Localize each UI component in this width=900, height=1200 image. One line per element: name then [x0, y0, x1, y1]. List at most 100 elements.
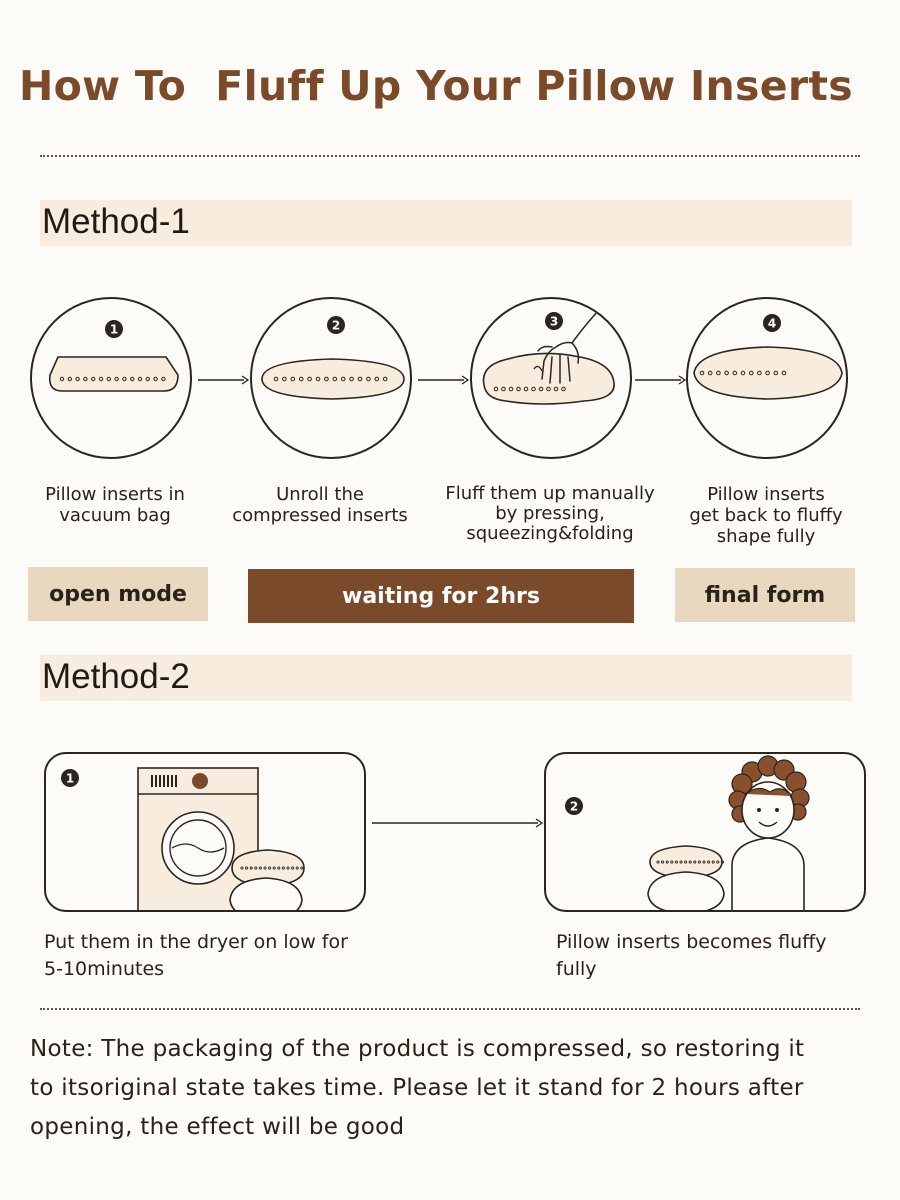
pillow-stitch-dot — [245, 866, 249, 870]
divider-top — [40, 155, 860, 157]
method-2-band — [40, 655, 852, 701]
happy-person-icon: 2 — [565, 755, 810, 910]
pillow-stitch-dot — [720, 860, 724, 864]
pillow-stitch-dot — [324, 376, 329, 382]
pillow-stitch-dot — [291, 866, 295, 870]
pillow-stitch-dot — [656, 860, 660, 864]
step-2-caption: Unroll the compressed inserts — [232, 484, 408, 526]
pillow-stitch-dot — [702, 860, 706, 864]
pillow-stitch-dot — [699, 370, 705, 376]
method-2-label: Method-2 — [42, 657, 190, 696]
pillow-stitch-dot — [523, 386, 529, 392]
pillow-stitch-dot — [531, 386, 536, 392]
pillow-stitch-dot — [298, 376, 304, 382]
pillow-stitch-dot — [290, 376, 296, 382]
step-4-number: 4 — [768, 317, 776, 331]
method-1-label: Method-1 — [42, 202, 190, 241]
pillow-stitch-dot — [546, 386, 551, 392]
open-mode-tag: open mode — [28, 567, 208, 621]
pillow-stitch-dot — [374, 376, 380, 382]
pillow-stitch-dot — [757, 370, 762, 376]
step-2-number: 2 — [332, 319, 340, 333]
pillow-stitch-dot — [684, 860, 688, 864]
pillow-stitch-dot — [724, 370, 729, 376]
pillow-stitch-dot — [707, 370, 713, 376]
step-m2-1-box: 1 — [44, 752, 366, 912]
step-3-circle: 3 — [470, 297, 632, 459]
step-3-number: 3 — [550, 315, 558, 329]
pillow-stitch-dot — [240, 866, 244, 870]
final-form-tag: final form — [675, 568, 855, 622]
pillow-stitch-dot — [272, 866, 276, 870]
dryer-machine-icon: 1 — [61, 767, 305, 910]
pillow-stitch-dot — [295, 866, 299, 870]
pillow-stitch-dot — [98, 376, 104, 382]
pillow-stitch-dot — [122, 376, 127, 382]
pillow-stitch-dot — [674, 860, 678, 864]
pillow-stitch-dot — [286, 866, 290, 870]
pillow-stitch-dot — [254, 866, 258, 870]
pillow-stitch-dot — [538, 386, 544, 392]
pillow-stitch-dot — [277, 866, 281, 870]
pillow-stitch-dot — [765, 370, 770, 376]
pillow-stitch-dot — [83, 376, 88, 382]
step-1-caption: Pillow inserts in vacuum bag — [45, 484, 185, 526]
pillow-stitch-dot — [693, 860, 697, 864]
pillow-stitch-dot — [688, 860, 692, 864]
pillow-stitch-dot — [508, 386, 514, 392]
pillow-stitch-dot — [679, 860, 683, 864]
pillow-stitch-dot — [773, 370, 779, 376]
hand-pressing-pillow-icon: 3 — [482, 310, 615, 405]
pillow-stitch-dot — [340, 376, 346, 382]
pillow-stitch-dot — [75, 376, 80, 382]
pillow-stitch-dot — [258, 866, 262, 870]
pillow-stitch-dot — [67, 376, 72, 382]
pillow-stitch-dot — [300, 866, 304, 870]
pillow-stitch-dot — [716, 370, 721, 376]
step-3-caption: Fluff them up manually by pressing, sque… — [445, 483, 655, 544]
pillow-stitch-dot — [106, 376, 112, 382]
pillow-stitch-dot — [332, 376, 338, 382]
step-1-circle: 1 — [30, 297, 192, 459]
pillow-stitch-dot — [781, 370, 787, 376]
pillow-stitch-dot — [273, 376, 279, 382]
pillow-stitch-dot — [561, 386, 566, 392]
step-2-circle: 2 — [250, 297, 412, 459]
pillow-stitch-dot — [145, 376, 151, 382]
step-m2-2-box: 2 — [544, 752, 866, 912]
unrolled-pillow-icon: 2 — [261, 316, 405, 400]
method-1-band — [40, 200, 852, 246]
pillow-stitch-dot — [665, 860, 669, 864]
pillow-stitch-dot — [501, 386, 506, 392]
note-text: Note: The packaging of the product is co… — [30, 1036, 805, 1140]
arrow-right-icon — [635, 375, 687, 385]
pillow-stitch-dot — [268, 866, 272, 870]
m2-step-2-number: 2 — [570, 800, 578, 814]
page-title: How To Fluff Up Your Pillow Inserts — [19, 62, 853, 110]
waiting-tag: waiting for 2hrs — [248, 569, 634, 623]
pillow-stitch-dot — [153, 376, 158, 382]
divider-bottom — [40, 1008, 860, 1010]
m2-step-1-caption: Put them in the dryer on low for 5-10min… — [44, 931, 348, 980]
pillow-stitch-dot — [493, 386, 499, 392]
pillow-stitch-dot — [732, 370, 738, 376]
pillow-stitch-dot — [748, 370, 754, 376]
pillow-stitch-dot — [349, 376, 354, 382]
pillow-stitch-dot — [661, 860, 665, 864]
m2-step-2-caption: Pillow inserts becomes fluffy fully — [556, 931, 827, 980]
pillow-stitch-dot — [282, 376, 287, 382]
m2-step-1-number: 1 — [66, 772, 74, 786]
pillow-stitch-dot — [516, 386, 521, 392]
pillow-stitch-dot — [553, 386, 559, 392]
arrow-right-icon — [418, 375, 470, 385]
pillow-stitch-dot — [91, 376, 96, 382]
pillow-stitch-dot — [281, 866, 285, 870]
pillow-stitch-dot — [249, 866, 253, 870]
pillow-stitch-dot — [263, 866, 267, 870]
pillow-stitch-dot — [670, 860, 674, 864]
pillow-stitch-dot — [716, 860, 720, 864]
pillow-stitch-dot — [315, 376, 321, 382]
step-4-caption: Pillow inserts get back to fluffy shape … — [689, 484, 843, 547]
pillow-stitch-dot — [130, 376, 135, 382]
step-4-circle: 4 — [686, 297, 848, 459]
